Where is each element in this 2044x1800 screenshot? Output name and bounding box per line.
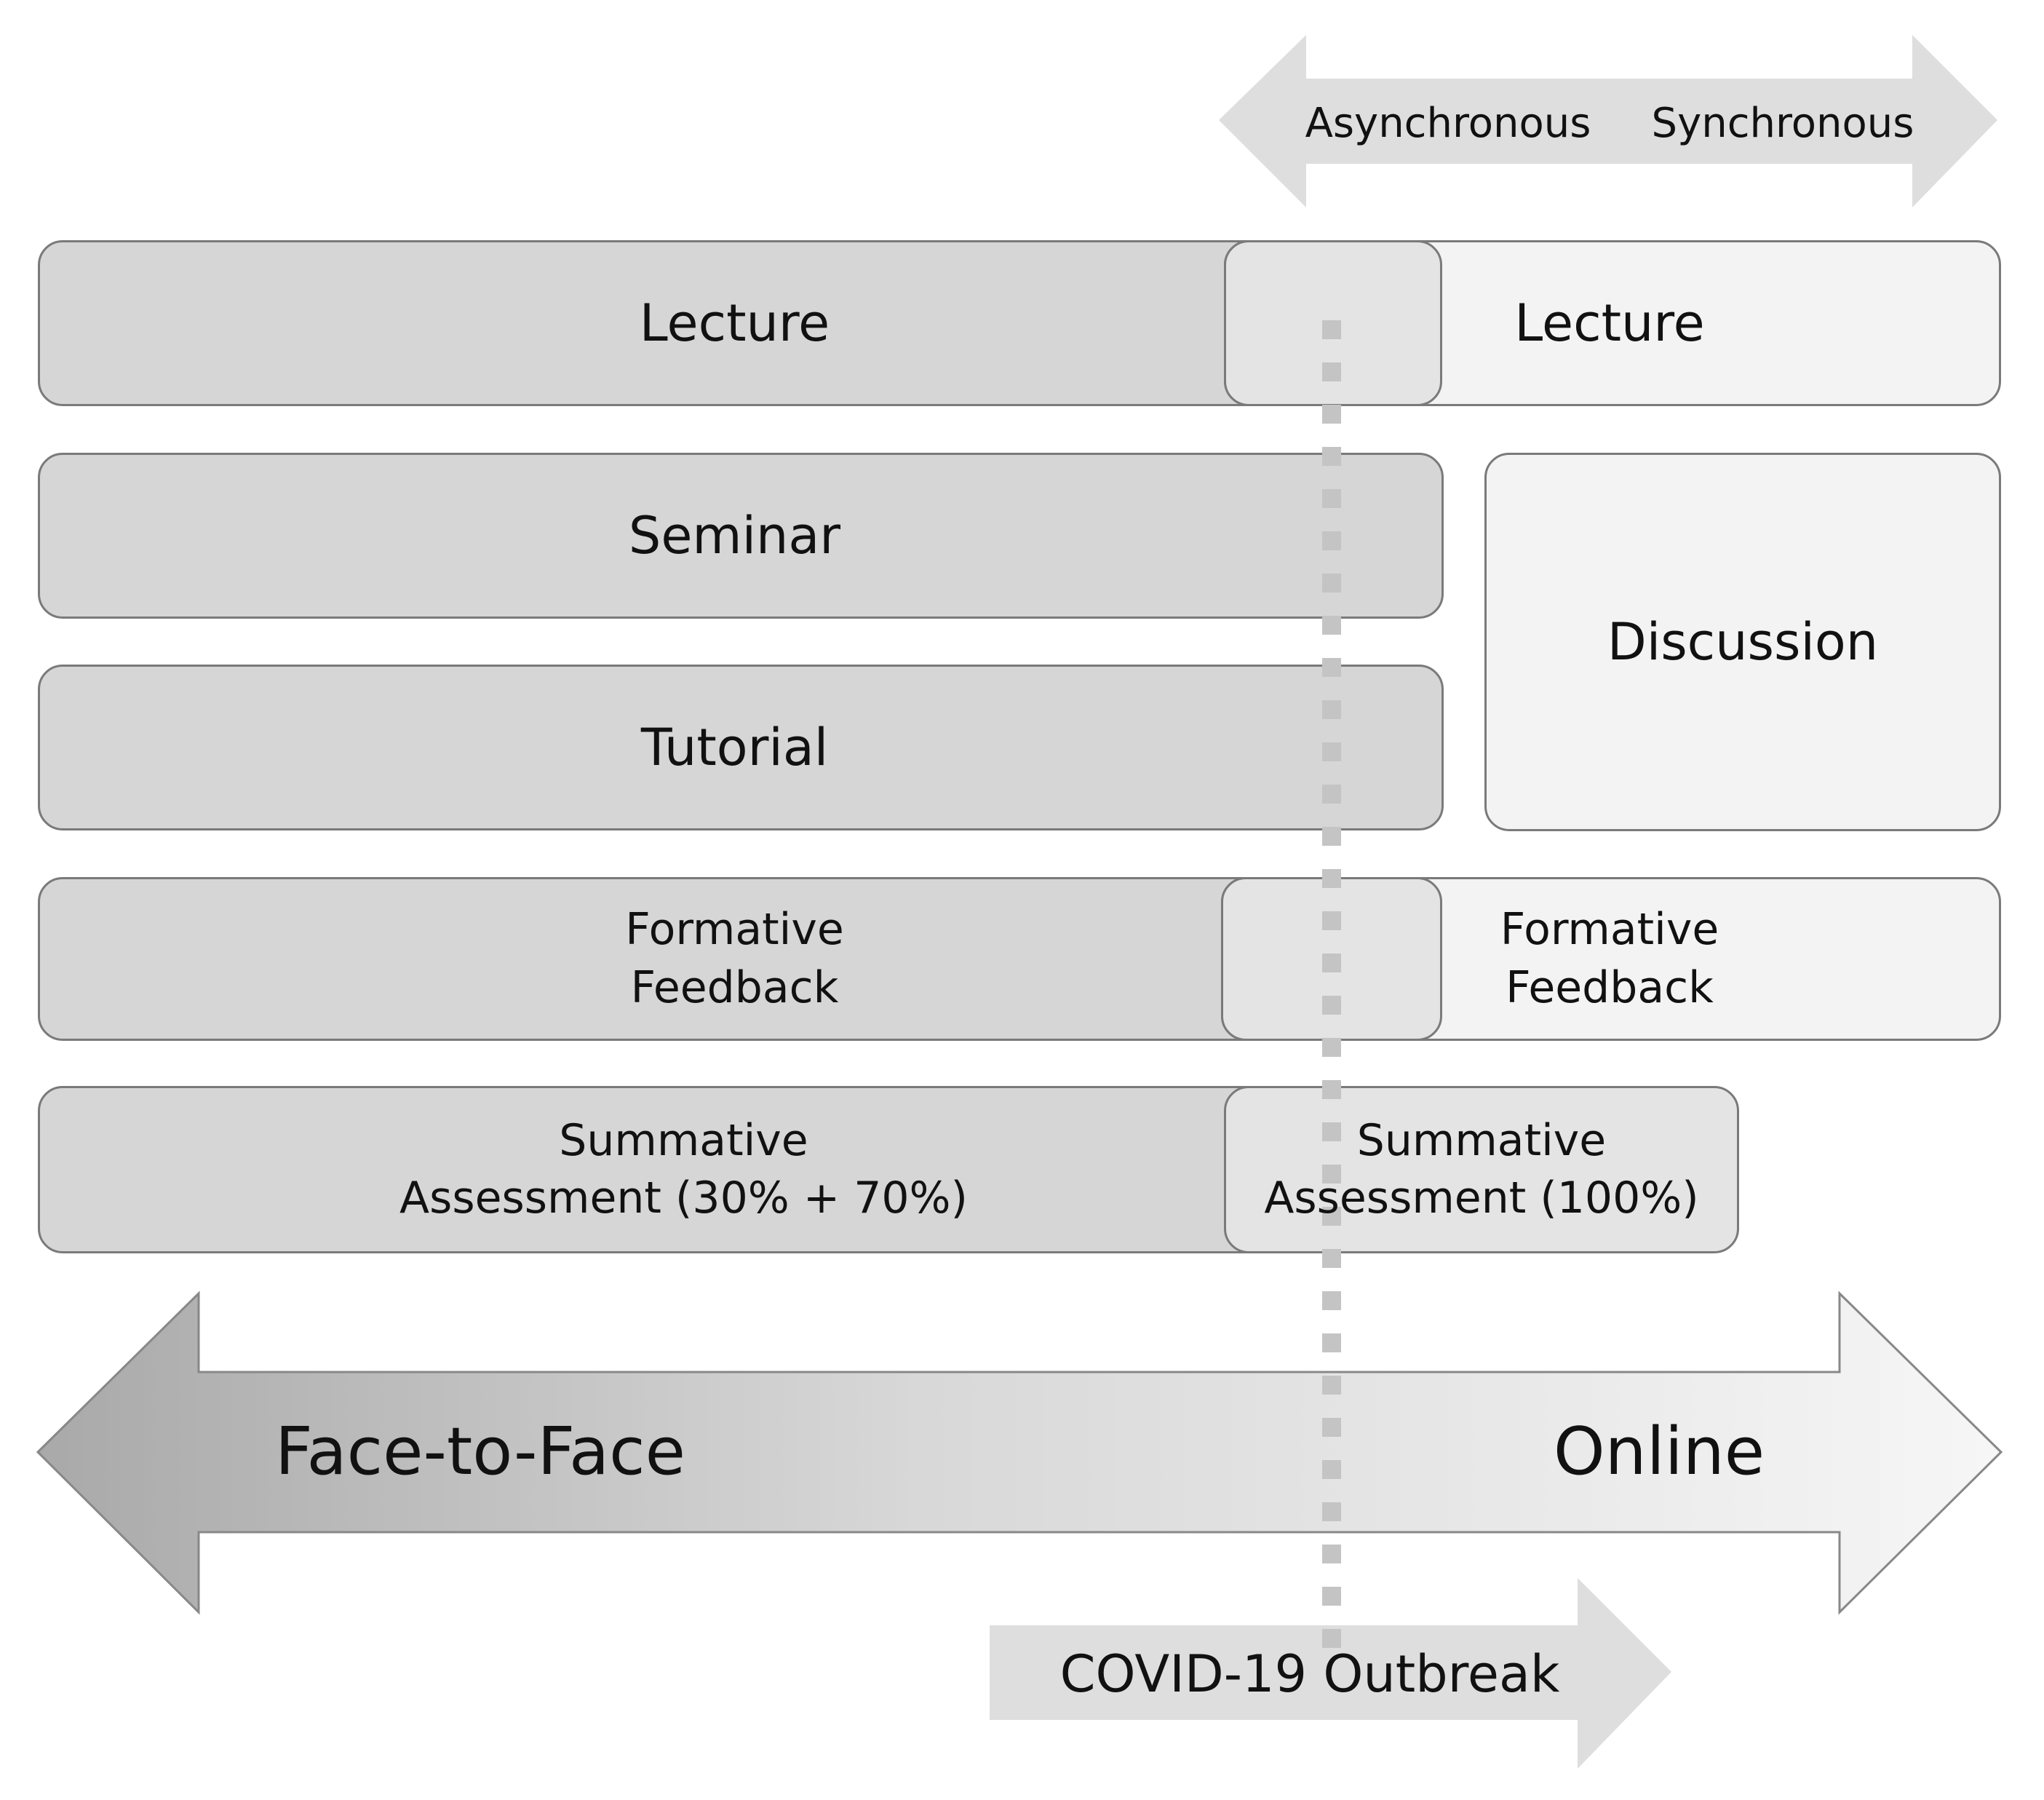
discussion-box [1484, 453, 2001, 831]
online-label: Online [1553, 1413, 1765, 1490]
tutorial-box [38, 665, 1444, 830]
face-to-face-label: Face-to-Face [275, 1413, 685, 1490]
seminar-box [38, 453, 1444, 619]
synchronous-label: Synchronous [1651, 100, 1914, 148]
lecture-f2f-label: Lecture [639, 293, 830, 353]
covid-outbreak-arrow [990, 1578, 1671, 1769]
summative-online-box [1224, 1086, 1739, 1253]
formative-f2f-box [38, 877, 1442, 1041]
summative-f2f-box [38, 1086, 1282, 1253]
summative-online-label: Summative Assessment (100%) [1264, 1114, 1699, 1224]
formative-online-label: Formative Feedback [1500, 904, 1719, 1013]
face-to-face-online-arrow [36, 1290, 2003, 1615]
discussion-label: Discussion [1607, 611, 1879, 672]
asynchronous-label: Asynchronous [1305, 100, 1591, 148]
formative-f2f-label: Formative Feedback [625, 904, 844, 1013]
seminar-label: Seminar [628, 505, 841, 566]
tutorial-label: Tutorial [640, 717, 829, 777]
lecture-f2f-box [38, 240, 1442, 406]
async-sync-arrow [1219, 35, 1997, 207]
covid-outbreak-label: COVID-19 Outbreak [1059, 1644, 1560, 1704]
summative-f2f-label: Summative Assessment (30% + 70%) [399, 1114, 968, 1224]
lecture-online-label: Lecture [1514, 293, 1705, 353]
